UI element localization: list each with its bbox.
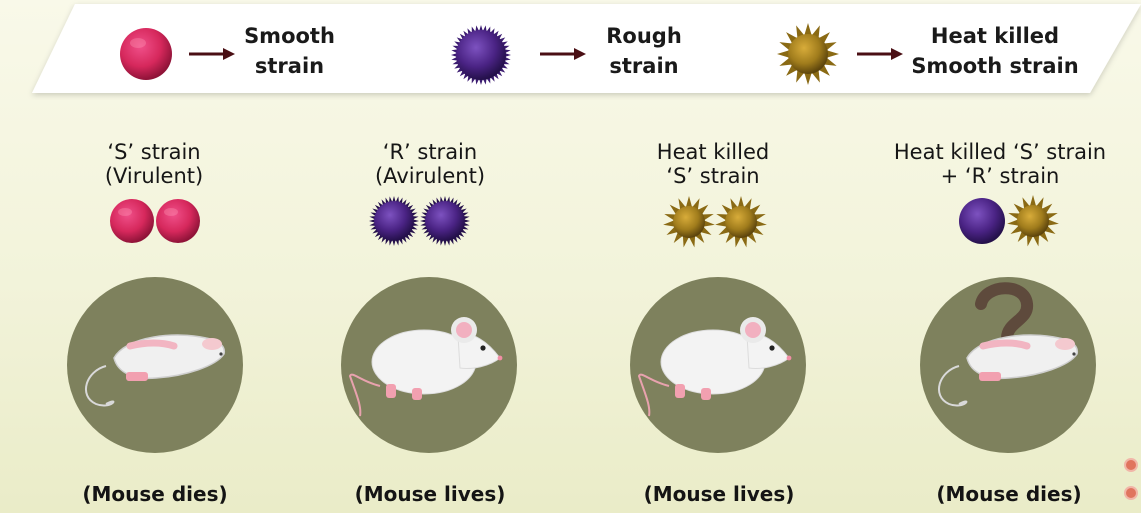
selection-handle-bottom[interactable] bbox=[1124, 486, 1138, 500]
dead-mouse-question-illustration bbox=[920, 277, 1096, 453]
arrow-right-icon bbox=[540, 48, 586, 60]
arrow-right-icon bbox=[857, 48, 903, 60]
smooth-bacterium-icon bbox=[156, 199, 200, 243]
rough-strain-label: Rough strain bbox=[606, 24, 682, 78]
heat-killed-bacterium-icon bbox=[663, 196, 715, 248]
alive-mouse-illustration bbox=[630, 277, 806, 453]
experiment-4-outcome: (Mouse dies) bbox=[936, 482, 1082, 506]
dead-mouse-illustration bbox=[67, 277, 243, 453]
heat-killed-label: Heat killed Smooth strain bbox=[911, 24, 1079, 78]
selection-handle-top[interactable] bbox=[1124, 458, 1138, 472]
experiment-3-title: Heat killed ‘S’ strain bbox=[656, 140, 770, 188]
smooth-strain-icon bbox=[120, 28, 172, 80]
experiment-4-title: Heat killed ‘S’ strain + ‘R’ strain bbox=[893, 140, 1107, 188]
smooth-strain-label: Smooth strain bbox=[244, 24, 335, 78]
experiment-1-title: ‘S’ strain (Virulent) bbox=[104, 140, 204, 188]
heat-killed-bacterium-icon bbox=[1007, 195, 1059, 247]
smooth-bacterium-icon bbox=[110, 199, 154, 243]
experiment-1-outcome: (Mouse dies) bbox=[82, 482, 228, 506]
experiment-2-outcome: (Mouse lives) bbox=[354, 482, 506, 506]
rough-bacterium-icon bbox=[959, 198, 1005, 244]
alive-mouse-illustration bbox=[341, 277, 517, 453]
arrow-right-icon bbox=[189, 48, 235, 60]
legend-banner bbox=[32, 4, 1141, 93]
rough-strain-icon bbox=[451, 25, 511, 85]
rough-bacterium-icon bbox=[420, 196, 470, 246]
experiment-2-title: ‘R’ strain (Avirulent) bbox=[374, 140, 486, 188]
heat-killed-strain-icon bbox=[777, 23, 839, 85]
heat-killed-bacterium-icon bbox=[715, 196, 767, 248]
rough-bacterium-icon bbox=[369, 196, 419, 246]
experiment-3-outcome: (Mouse lives) bbox=[643, 482, 795, 506]
question-mark-icon bbox=[975, 282, 1033, 344]
